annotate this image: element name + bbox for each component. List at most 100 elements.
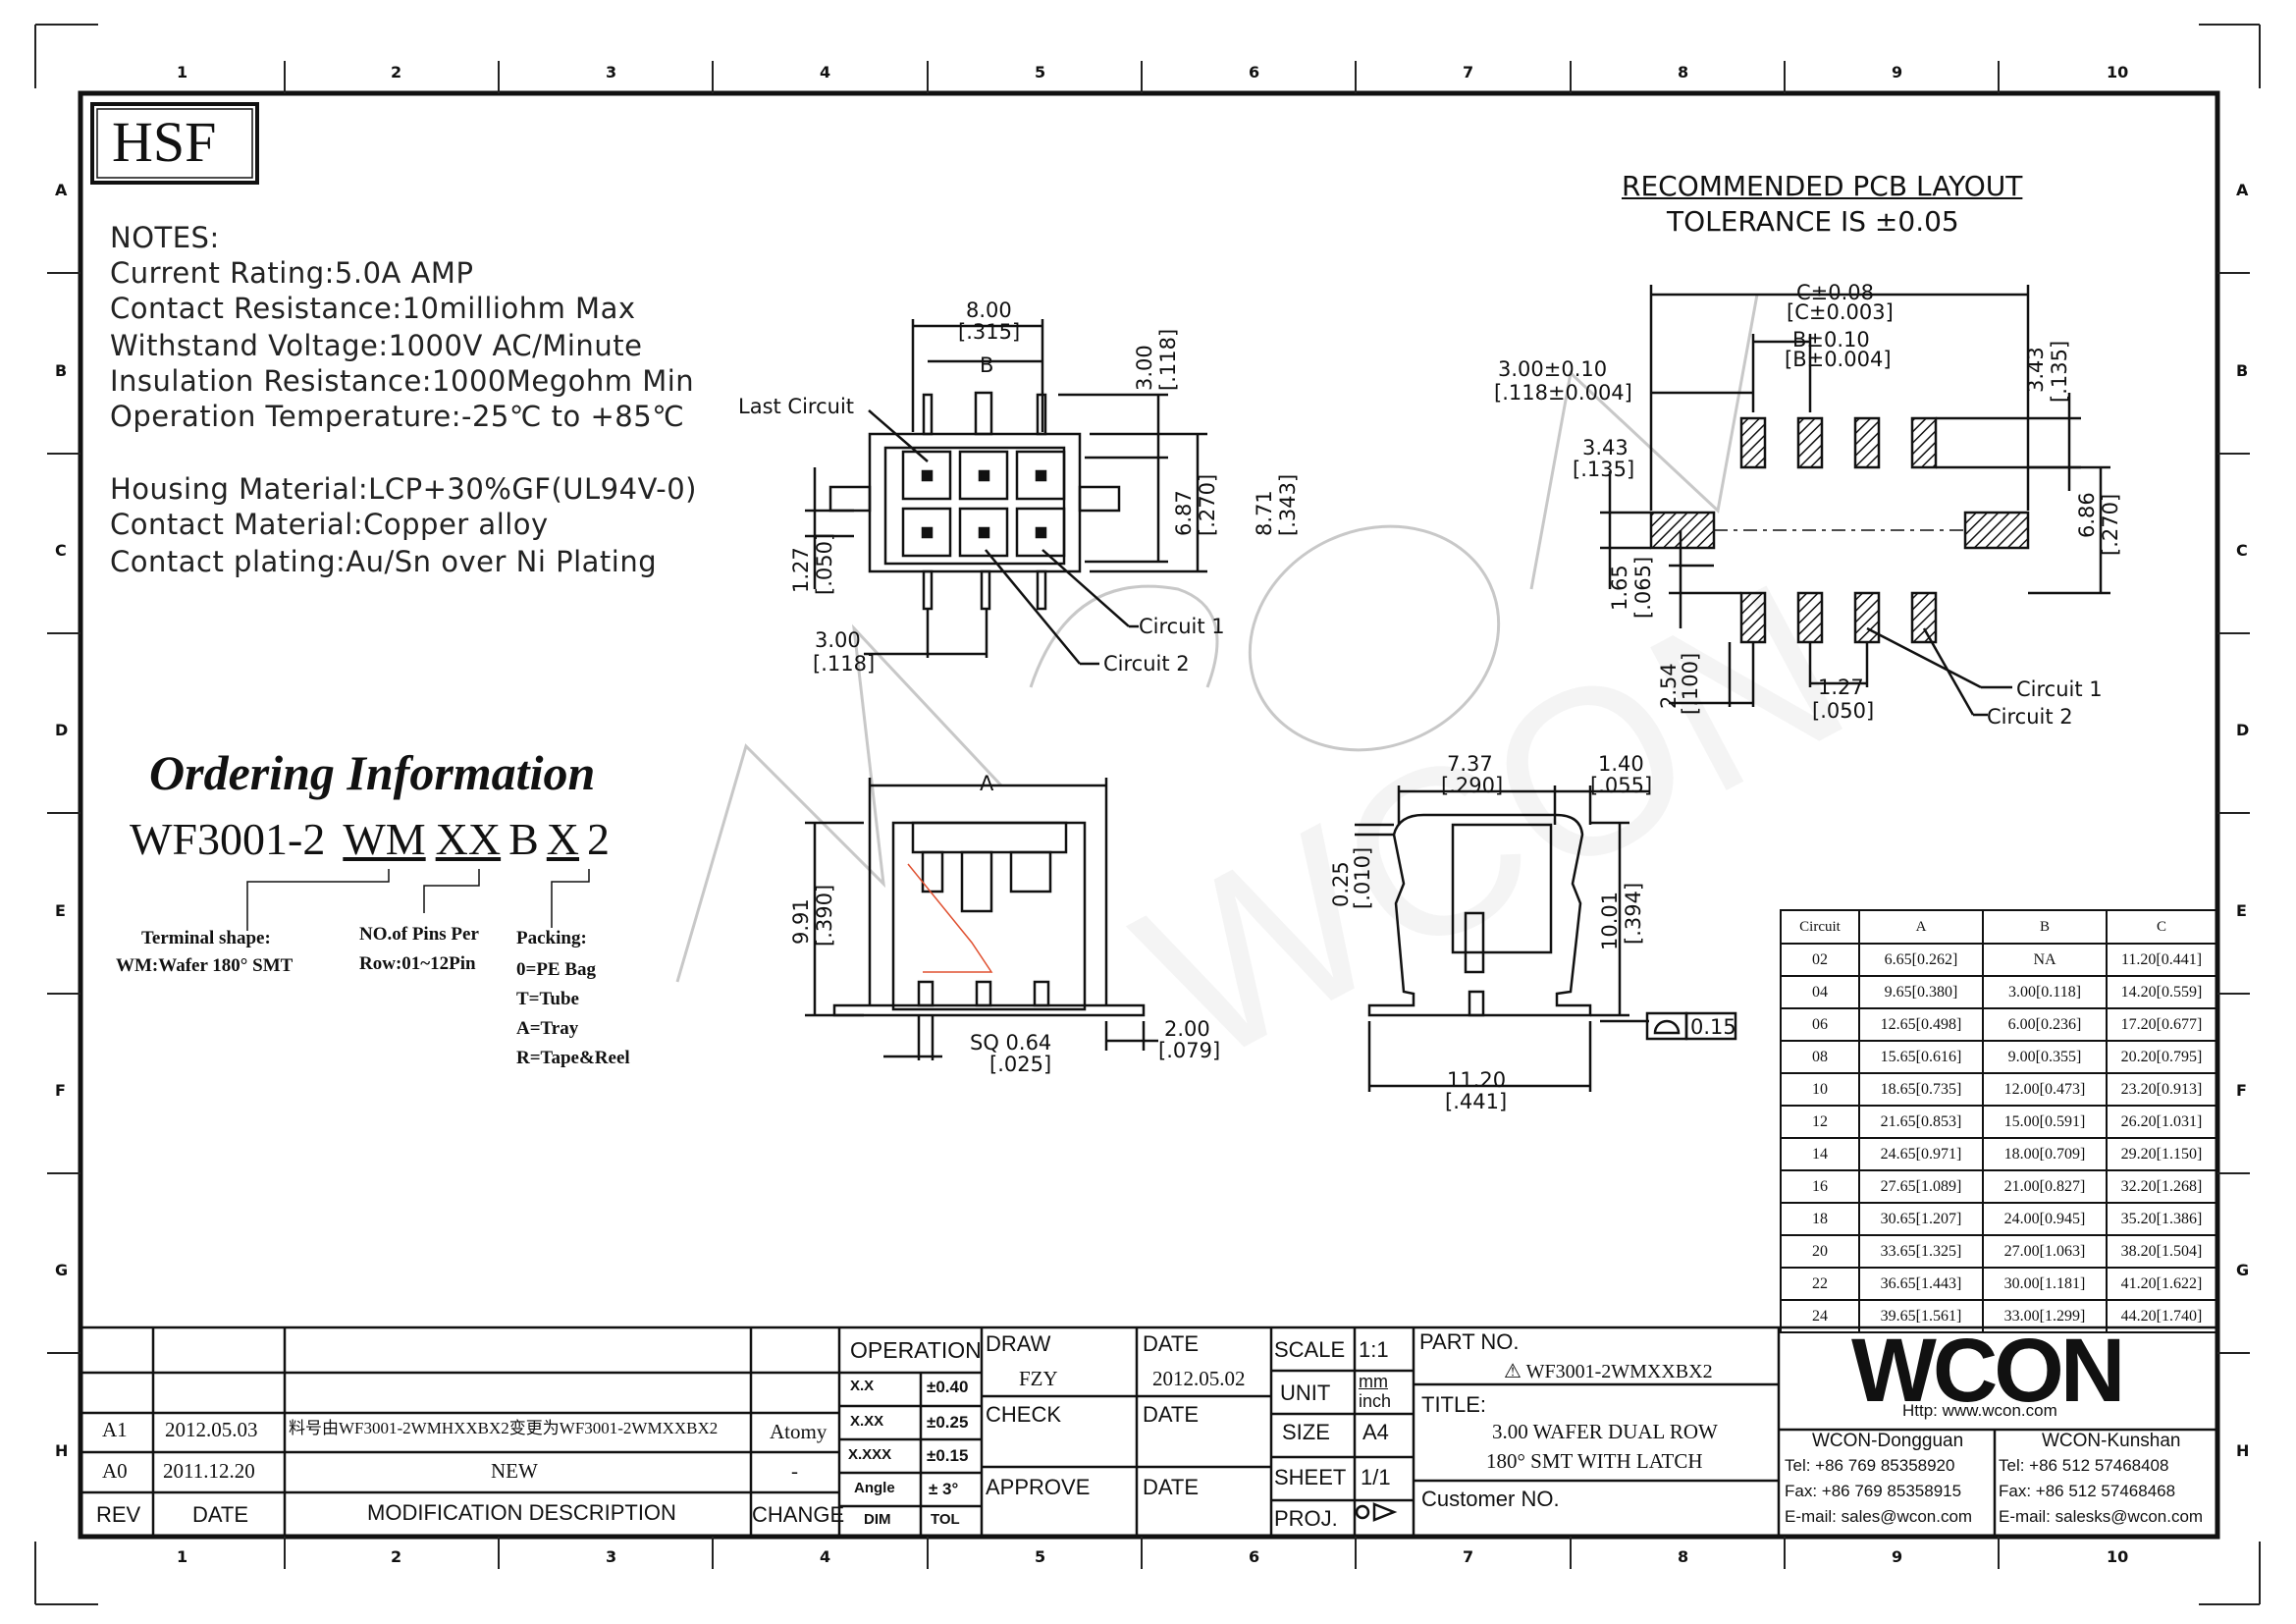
table-cell: 16 [1780,1169,1860,1204]
rev-a1-desc: 料号由WF3001-2WMHXXBX2变更为WF3001-2WMXXBX2 [289,1419,719,1437]
header-b: B [1982,909,2108,945]
part-no-label: PART NO. [1419,1329,1520,1354]
table-cell: 3.00[0.118] [1982,975,2108,1009]
pcb-dim-343-vert-inch: [.135] [2048,340,2071,403]
front-dim-800: 8.00 [966,298,1012,322]
note-contact-material: Contact Material:Copper alloy [110,508,549,541]
table-cell: 39.65[1.561] [1858,1299,1984,1333]
pcb-tolerance: TOLERANCE IS ±0.05 [1667,205,1959,238]
hsf-logo: HSF [112,110,217,174]
table-cell: 10 [1780,1072,1860,1107]
main-border [78,90,2220,1540]
table-cell: 12.65[0.498] [1858,1007,1984,1042]
table-cell: 15.65[0.616] [1858,1040,1984,1074]
table-cell: 33.65[1.325] [1858,1234,1984,1269]
grid-col-bottom: 4 [820,1547,831,1566]
front-dim-300-inch: [.118] [1156,328,1180,391]
end-dim-1001: 10.01 [1598,891,1622,950]
title-line-2: 180° SMT WITH LATCH [1486,1449,1703,1473]
pcb-dim-b-inch: [B±0.004] [1785,348,1892,371]
table-cell: 02 [1780,943,1860,977]
grid-row-right: C [2236,541,2248,560]
pcb-dim-686-inch: [.270] [2099,493,2122,556]
header-circuit: Circuit [1780,909,1860,945]
end-dim-140-inch: [.055] [1590,774,1653,797]
tol-xxxx-value: ±0.15 [927,1446,969,1465]
draw-label: DRAW [986,1331,1051,1356]
grid-col-bottom: 8 [1678,1547,1689,1566]
pcb-dim-165-inch: [.065] [1631,556,1655,619]
sheet-value: 1/1 [1361,1465,1391,1489]
pcb-dim-343: 3.43 [1582,436,1629,460]
grid-col-top: 8 [1678,63,1689,81]
part-packing: X [546,814,580,864]
end-dim-1120-inch: [.441] [1445,1090,1508,1113]
packing-label: Packing: [516,928,587,948]
header-a: A [1858,909,1984,945]
rev-a1: A1 [102,1418,128,1441]
end-dim-737: 7.37 [1447,752,1493,776]
grid-col-top: 6 [1249,63,1260,81]
grid-row-left: F [55,1081,66,1100]
end-flatness-value: 0.15 [1690,1015,1736,1039]
grid-row-left: C [55,541,67,560]
dongguan-tel: Tel: +86 769 85358920 [1785,1456,1955,1475]
table-cell: 23.20[0.913] [2106,1072,2217,1107]
grid-col-bottom: 6 [1249,1547,1260,1566]
proj-label: PROJ. [1274,1506,1338,1531]
pcb-dim-b: B±0.10 [1792,328,1870,352]
front-dim-687: 6.87 [1172,490,1196,536]
grid-row-right: F [2236,1081,2247,1100]
kunshan-name: WCON-Kunshan [2042,1431,2181,1451]
pcb-layout-title: RECOMMENDED PCB LAYOUT [1622,170,2023,202]
tol-xxx-value: ±0.25 [927,1413,969,1432]
grid-row-left: G [55,1261,69,1279]
table-cell: 24 [1780,1299,1860,1333]
table-cell: 24.00[0.945] [1982,1202,2108,1236]
grid-col-bottom: 9 [1892,1547,1903,1566]
note-contact-resistance: Contact Resistance:10milliohm Max [110,292,636,325]
pcb-circuit-2: Circuit 2 [1987,705,2073,729]
pcb-dim-165: 1.65 [1608,565,1631,611]
warning-icon: ⚠ [1504,1361,1522,1382]
part-base: WF3001-2 [130,814,326,864]
table-cell: 15.00[0.591] [1982,1105,2108,1139]
check-label: CHECK [986,1402,1062,1427]
front-last-circuit: Last Circuit [738,395,855,418]
kunshan-tel: Tel: +86 512 57468408 [1999,1456,2169,1475]
part-b: B [508,814,539,864]
grid-row-right: D [2236,721,2250,739]
grid-row-right: G [2236,1261,2250,1279]
end-dim-140: 1.40 [1598,752,1644,776]
part-pins: XX [435,814,502,864]
side-dim-a: A [980,772,994,795]
circuit-table-header: Circuit A B C [1780,909,2217,945]
table-cell: 18.65[0.735] [1858,1072,1984,1107]
grid-row-left: H [55,1441,69,1460]
grid-col-bottom: 1 [177,1547,188,1566]
table-cell: 11.20[0.441] [2106,943,2217,977]
table-cell: 06 [1780,1007,1860,1042]
rev-a0-date: 2011.12.20 [163,1459,255,1483]
kunshan-fax: Fax: +86 512 57468468 [1999,1482,2176,1500]
note-withstand-voltage: Withstand Voltage:1000V AC/Minute [110,329,643,362]
grid-col-top: 9 [1892,63,1903,81]
pcb-dim-343-inch: [.135] [1573,458,1635,481]
rev-header: REV [96,1502,141,1527]
title-line-1: 3.00 WAFER DUAL ROW [1492,1420,1718,1443]
side-dim-sq-inch: [.025] [989,1053,1052,1076]
table-cell: 9.00[0.355] [1982,1040,2108,1074]
table-cell: 08 [1780,1040,1860,1074]
grid-col-bottom: 3 [606,1547,617,1566]
note-contact-plating: Contact plating:Au/Sn over Ni Plating [110,545,658,578]
modification-header: MODIFICATION DESCRIPTION [367,1500,676,1525]
part-no-value: ⚠ WF3001-2WMXXBX2 [1504,1359,1713,1383]
table-cell: 26.20[1.031] [2106,1105,2217,1139]
table-cell: 6.00[0.236] [1982,1007,2108,1042]
front-circuit-2: Circuit 2 [1103,652,1190,676]
table-cell: 32.20[1.268] [2106,1169,2217,1204]
